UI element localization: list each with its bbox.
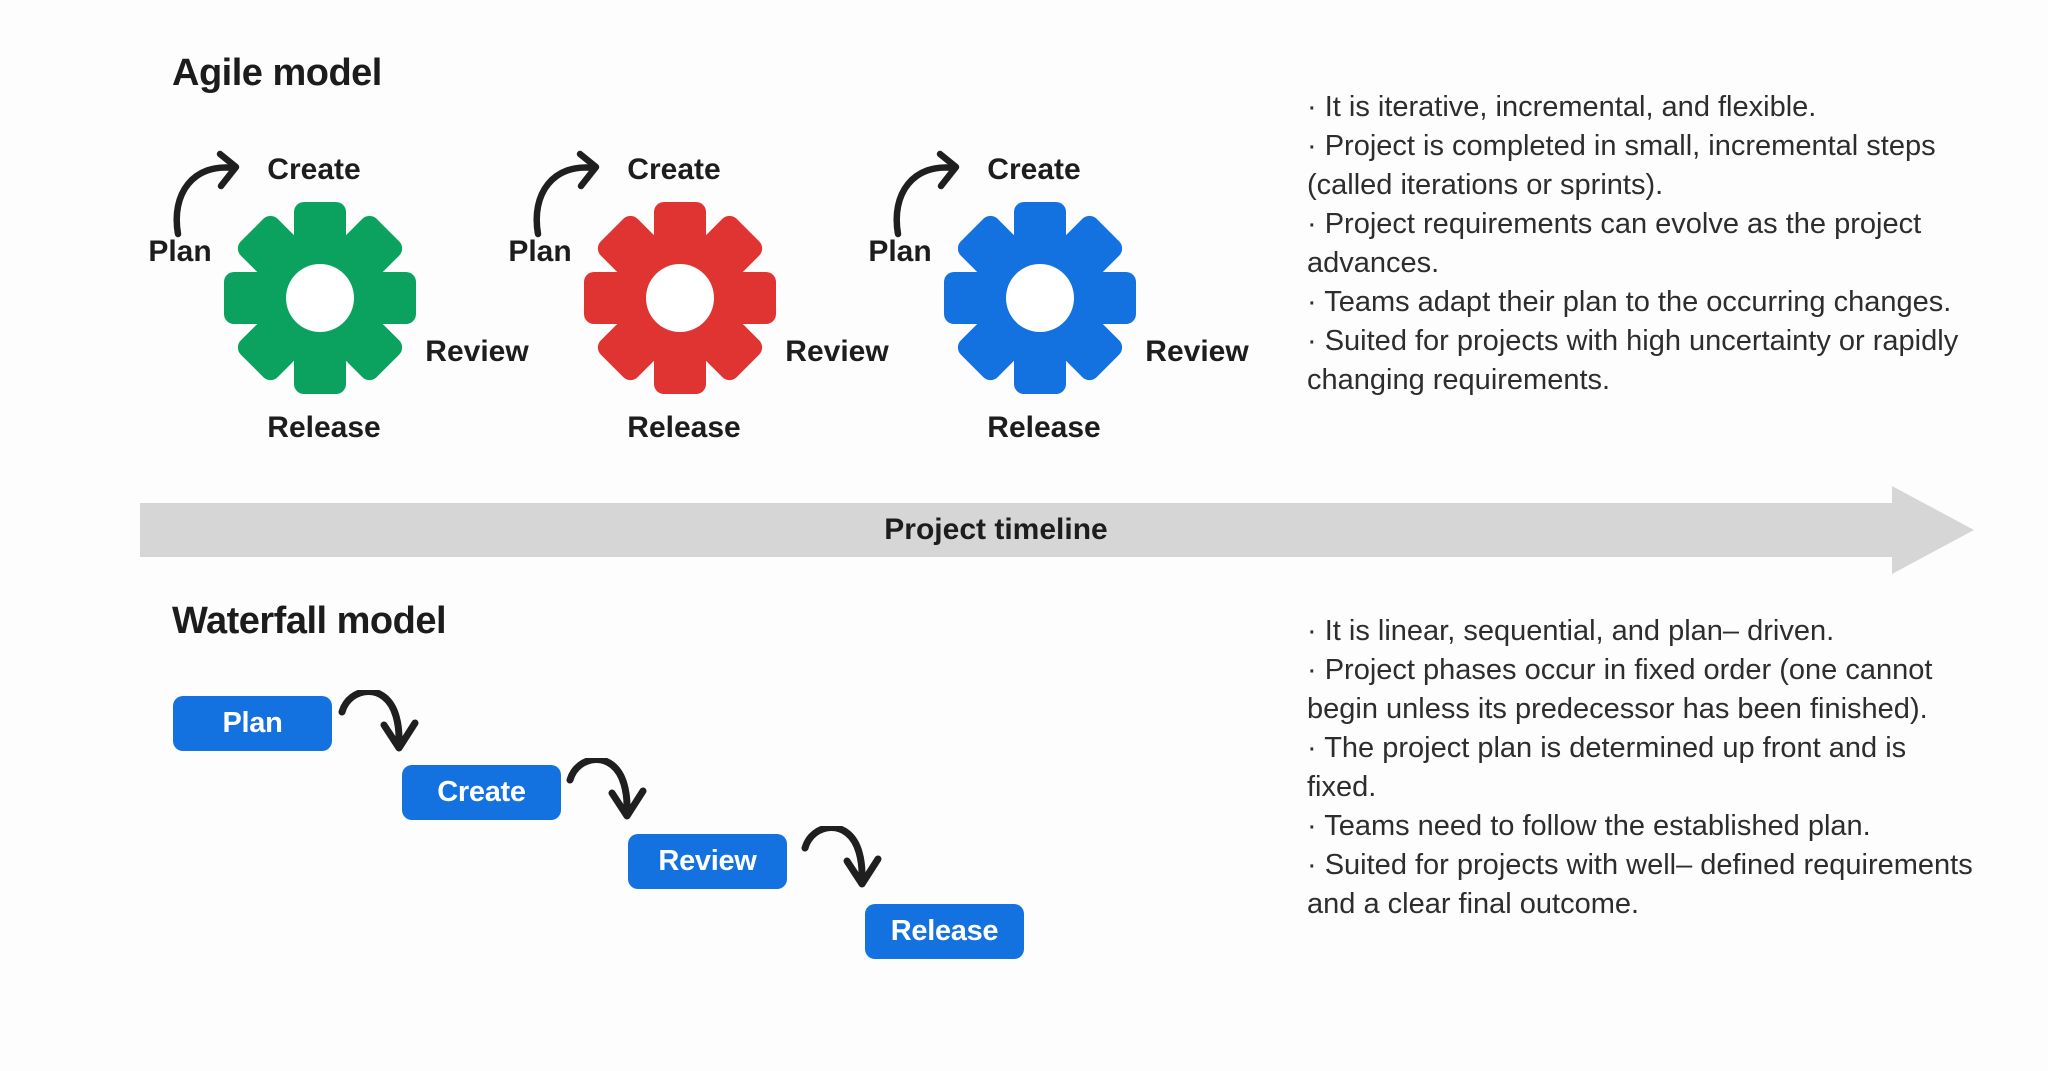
gear-label-review: Review <box>1145 335 1249 368</box>
waterfall-step-label: Review <box>658 845 757 877</box>
gear-label-plan: Plan <box>508 235 572 268</box>
agile-model-title: Agile model <box>172 52 382 94</box>
agile-bullet: · Project requirements can evolve as the… <box>1307 208 1922 279</box>
waterfall-step-label: Release <box>890 915 999 947</box>
step-arrow-icon <box>566 758 647 820</box>
plan-to-create-arrow-icon <box>893 150 960 238</box>
gear-label-plan: Plan <box>148 235 212 268</box>
agile-bullet: · Teams adapt their plan to the occurrin… <box>1307 286 1952 318</box>
step-arrow-icon <box>801 826 882 888</box>
agile-bullet: · It is iterative, incremental, and flex… <box>1307 91 1817 123</box>
agile-cycle-blue: Create Plan Review Release <box>830 140 1250 470</box>
waterfall-step-review: Review <box>628 834 787 889</box>
gear-label-create: Create <box>627 153 721 186</box>
waterfall-bullet: · The project plan is determined up fron… <box>1307 732 1907 803</box>
gear-label-release: Release <box>987 411 1101 444</box>
timeline-arrow-bar <box>140 503 1892 557</box>
gear-label-release: Release <box>267 411 381 444</box>
gear-label-review: Review <box>425 335 529 368</box>
agile-bullet: · Suited for projects with high uncertai… <box>1307 325 1959 396</box>
waterfall-step-label: Create <box>437 776 526 808</box>
waterfall-bullet: · Suited for projects with well– defined… <box>1307 849 1973 920</box>
step-arrow-icon <box>338 690 419 752</box>
plan-to-create-arrow-icon <box>173 150 240 238</box>
timeline-label: Project timeline <box>884 513 1108 546</box>
waterfall-step-release: Release <box>865 904 1024 959</box>
waterfall-step-label: Plan <box>222 707 283 739</box>
gear-icon <box>944 202 1136 394</box>
waterfall-step-create: Create <box>402 765 561 820</box>
gear-icon <box>224 202 416 394</box>
timeline-arrowhead-icon <box>1892 486 1974 574</box>
gear-label-create: Create <box>267 153 361 186</box>
gear-label-plan: Plan <box>868 235 932 268</box>
waterfall-model-title: Waterfall model <box>172 600 447 642</box>
waterfall-step-plan: Plan <box>173 696 332 751</box>
gear-label-create: Create <box>987 153 1081 186</box>
gear-label-review: Review <box>785 335 889 368</box>
waterfall-bullet: · It is linear, sequential, and plan– dr… <box>1307 615 1835 647</box>
gear-icon <box>584 202 776 394</box>
agile-bullet: · Project is completed in small, increme… <box>1307 130 1936 201</box>
waterfall-bullet-list: · It is linear, sequential, and plan– dr… <box>1307 612 1975 924</box>
agile-cycle-red: Create Plan Review Release <box>470 140 890 470</box>
agile-cycle-green: Create Plan Review Release <box>110 140 530 470</box>
waterfall-bullet: · Project phases occur in fixed order (o… <box>1307 654 1933 725</box>
agile-bullet-list: · It is iterative, incremental, and flex… <box>1307 88 1975 400</box>
gear-label-release: Release <box>627 411 741 444</box>
plan-to-create-arrow-icon <box>533 150 600 238</box>
waterfall-bullet: · Teams need to follow the established p… <box>1307 810 1871 842</box>
